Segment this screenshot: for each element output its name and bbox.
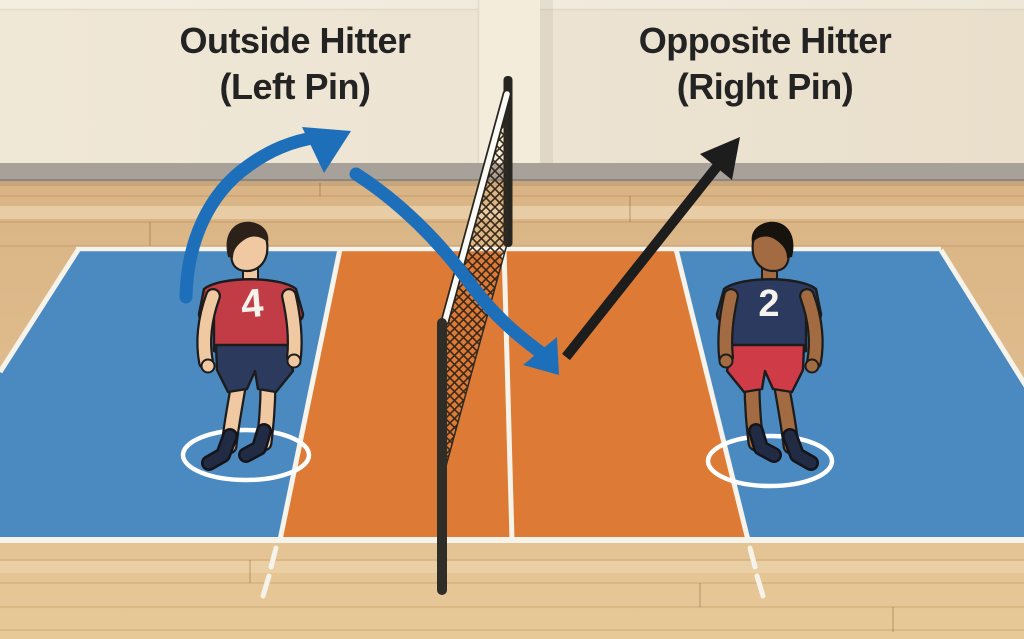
right-front-zone xyxy=(504,249,748,540)
left-position-circle xyxy=(180,427,312,483)
outside-hitter-label-line1: Outside Hitter xyxy=(179,20,411,61)
opposite-hitter-label-line2: (Right Pin) xyxy=(676,66,854,107)
black-arrowhead xyxy=(700,137,740,180)
right-jersey-number: 2 xyxy=(758,283,779,325)
opposite-hitter-label-line1: Opposite Hitter xyxy=(638,20,892,61)
left-jersey-number: 4 xyxy=(239,281,266,327)
right-position-circle xyxy=(705,433,835,489)
blue-arrowhead-apex xyxy=(302,127,351,173)
outside-hitter-label-line2: (Left Pin) xyxy=(219,66,371,107)
blue-arrowhead-end xyxy=(523,337,559,375)
net-near-post xyxy=(437,318,447,595)
opposite-hitter-label: Opposite Hitter (Right Pin) xyxy=(570,18,960,110)
attack-line-dashes xyxy=(260,545,766,599)
net-top-band xyxy=(440,89,512,326)
blue-arc-arrow xyxy=(179,127,559,375)
volleyball-net xyxy=(437,76,513,595)
outside-hitter-label: Outside Hitter (Left Pin) xyxy=(100,18,490,110)
black-straight-arrow xyxy=(562,137,740,361)
court-lines xyxy=(0,246,1024,543)
